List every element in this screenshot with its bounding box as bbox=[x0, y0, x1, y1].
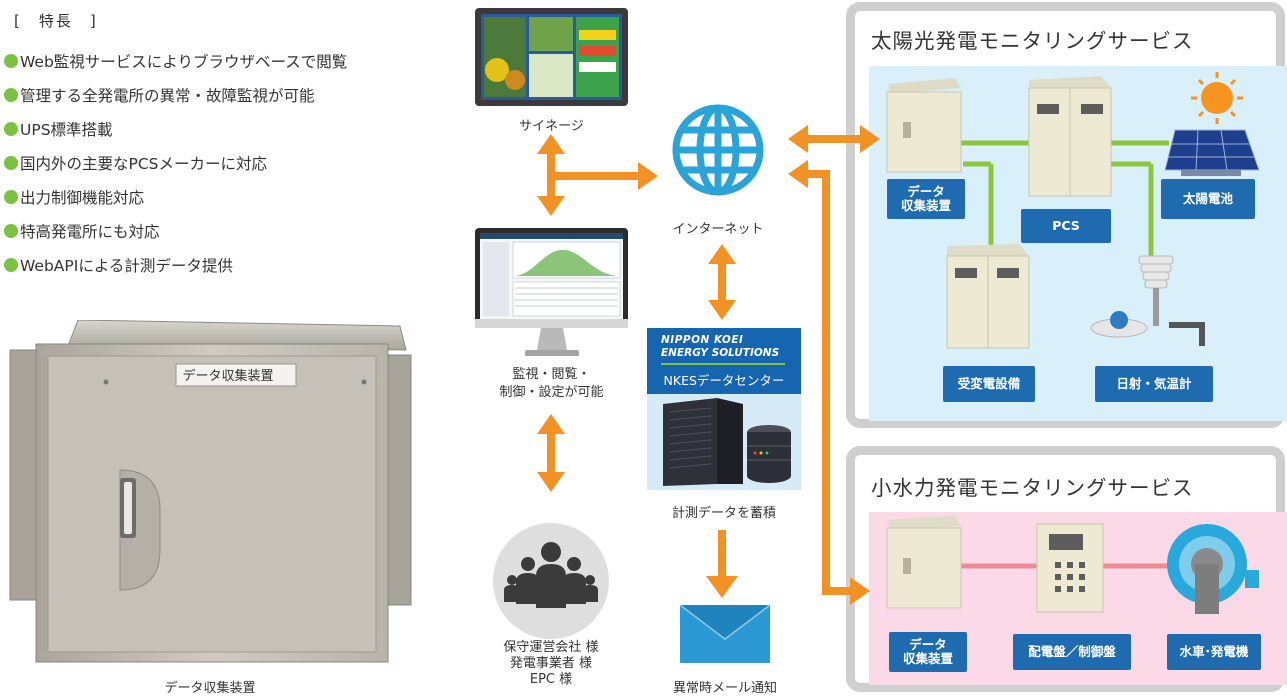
weather-sensor-label: 日射・気温計 bbox=[1095, 366, 1213, 402]
cabinet-caption: データ収集装置 bbox=[164, 681, 256, 696]
feature-item: 出力制御機能対応 bbox=[4, 180, 347, 214]
feature-text: Web監視サービスによりブラウザベースで閲覧 bbox=[20, 53, 348, 71]
signage-label: サイネージ bbox=[519, 119, 584, 134]
globe-icon bbox=[672, 104, 764, 196]
hydro-monitoring-frame: 小水力発電モニタリングサービス データ 収集装置 配電盤／制御盤 水車･ bbox=[846, 446, 1287, 692]
feature-text: UPS標準搭載 bbox=[20, 121, 113, 139]
feature-item: 特高発電所にも対応 bbox=[4, 214, 347, 248]
datacenter-label: NKESデータセンター bbox=[647, 370, 801, 394]
feature-item: UPS標準搭載 bbox=[4, 112, 347, 146]
brand-line2: ENERGY SOLUTIONS bbox=[661, 347, 780, 359]
solar-diagram-bg: データ 収集装置 PCS 太陽電池 受変電設備 日射・気温計 bbox=[869, 66, 1287, 421]
monitor-image bbox=[475, 228, 628, 356]
pcs-label: PCS bbox=[1021, 209, 1111, 243]
hydro-title: 小水力発電モニタリングサービス bbox=[871, 476, 1194, 500]
feature-text: 国内外の主要なPCSメーカーに対応 bbox=[20, 155, 268, 173]
features-heading: [ 特長 ] bbox=[14, 12, 98, 30]
turbine-label: 水車･発電機 bbox=[1167, 634, 1261, 670]
signage-display-image bbox=[475, 8, 628, 106]
bullet-icon bbox=[4, 156, 18, 170]
feature-item: Web監視サービスによりブラウザベースで閲覧 bbox=[4, 44, 347, 78]
control-panel-label: 配電盤／制御盤 bbox=[1013, 634, 1131, 670]
bullet-icon bbox=[4, 54, 18, 68]
users-line2: 発電事業者 様 bbox=[509, 656, 593, 671]
bullet-icon bbox=[4, 122, 18, 136]
feature-text: WebAPIによる計測データ提供 bbox=[20, 257, 233, 275]
feature-list: Web監視サービスによりブラウザベースで閲覧 管理する全発電所の異常・故障監視が… bbox=[4, 44, 347, 282]
solar-equipment-illustration bbox=[886, 72, 1260, 349]
brand-underline bbox=[661, 363, 785, 365]
bullet-icon bbox=[4, 224, 18, 238]
bullet-icon bbox=[4, 88, 18, 102]
hydro-equipment-illustration bbox=[886, 516, 1259, 614]
hydro-diagram-bg: データ 収集装置 配電盤／制御盤 水車･発電機 bbox=[869, 512, 1287, 685]
mail-label: 異常時メール通知 bbox=[672, 681, 777, 696]
mail-icon bbox=[680, 605, 770, 663]
datacenter-panel: NIPPON KOEI ENERGY SOLUTIONS NKESデータセンター bbox=[647, 328, 801, 490]
pv-battery-label: 太陽電池 bbox=[1161, 179, 1255, 219]
users-line1: 保守運営会社 様 bbox=[503, 640, 599, 655]
internet-label: インターネット bbox=[672, 222, 764, 237]
server-rack-icon bbox=[663, 398, 791, 486]
users-group-icon bbox=[493, 523, 609, 639]
solar-monitoring-frame: 太陽光発電モニタリングサービス bbox=[846, 2, 1287, 428]
feature-text: 出力制御機能対応 bbox=[20, 189, 145, 207]
bullet-icon bbox=[4, 258, 18, 272]
solar-title: 太陽光発電モニタリングサービス bbox=[871, 29, 1194, 53]
cabinet-plate-text: データ収集装置 bbox=[182, 369, 274, 384]
feature-item: 管理する全発電所の異常・故障監視が可能 bbox=[4, 78, 347, 112]
feature-item: WebAPIによる計測データ提供 bbox=[4, 248, 347, 282]
hydro-collector-label: データ 収集装置 bbox=[889, 632, 967, 672]
feature-text: 管理する全発電所の異常・故障監視が可能 bbox=[20, 87, 315, 105]
bullet-icon bbox=[4, 190, 18, 204]
data-collector-cabinet-image bbox=[9, 320, 412, 663]
solar-collector-label: データ 収集装置 bbox=[887, 179, 965, 219]
monitor-label-line2: 制御・設定が可能 bbox=[499, 385, 604, 400]
users-line3: EPC 様 bbox=[529, 672, 573, 687]
substation-label: 受変電設備 bbox=[943, 366, 1035, 402]
brand-line1: NIPPON KOEI bbox=[661, 334, 744, 346]
feature-item: 国内外の主要なPCSメーカーに対応 bbox=[4, 146, 347, 180]
store-label: 計測データを蓄積 bbox=[671, 506, 776, 521]
monitor-label-line1: 監視・閲覧・ bbox=[512, 367, 591, 382]
feature-text: 特高発電所にも対応 bbox=[20, 223, 160, 241]
